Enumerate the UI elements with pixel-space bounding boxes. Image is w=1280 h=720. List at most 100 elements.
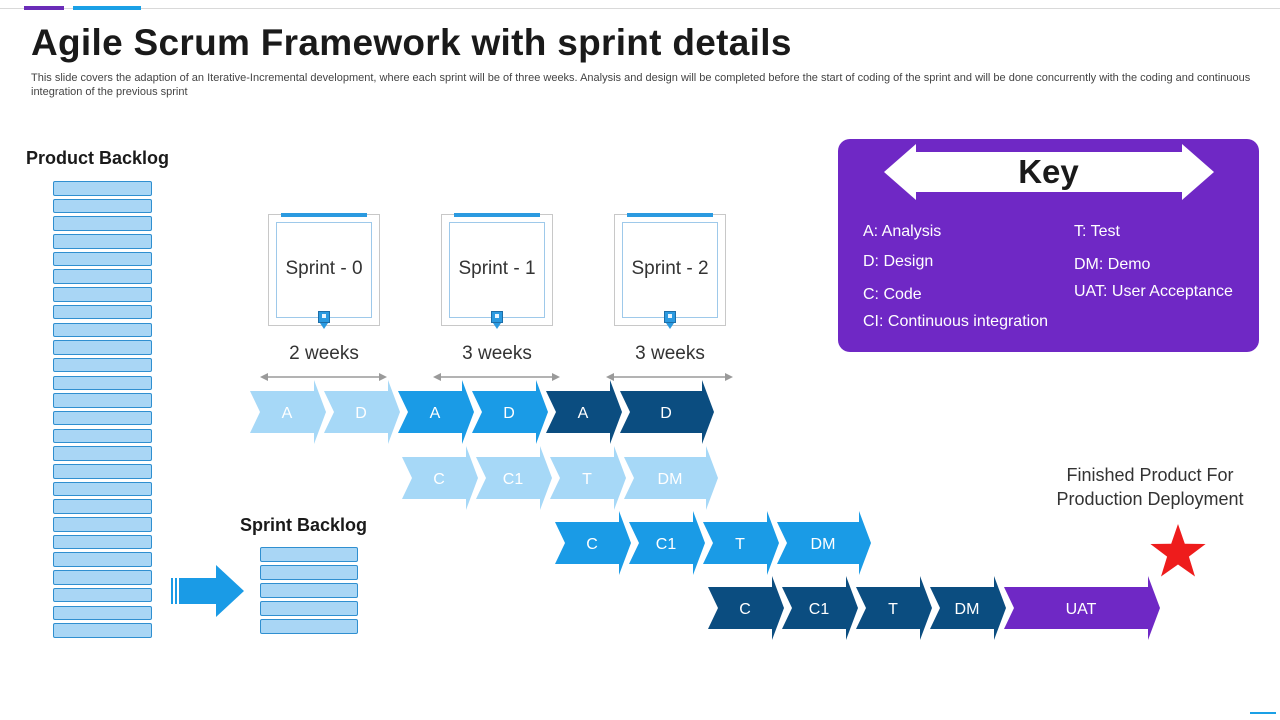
backlog-item — [53, 410, 152, 426]
sprint-backlog-title: Sprint Backlog — [240, 515, 368, 535]
flow-step-a: A — [250, 380, 326, 444]
flow-step-c1: C1 — [782, 576, 858, 640]
double-arrow-icon — [884, 144, 1214, 200]
finished-product-label: Finished Product For Production Deployme… — [1040, 463, 1260, 511]
flow-step-label: T — [582, 471, 592, 488]
backlog-item — [53, 198, 152, 214]
flow-step-label: A — [578, 405, 589, 422]
finished-line-1: Finished Product For — [1066, 465, 1234, 485]
backlog-item — [53, 287, 152, 302]
flow-step-dm: DM — [930, 576, 1006, 640]
flow-step-label: C1 — [656, 536, 677, 553]
flow-step-a: A — [398, 380, 474, 444]
flow-step-a: A — [546, 380, 622, 444]
backlog-item — [260, 619, 358, 634]
flow-step-label: C — [586, 536, 598, 553]
flow-step-label: C — [739, 601, 751, 618]
accent-bar-purple — [24, 6, 64, 10]
flow-step-label: DM — [955, 601, 980, 618]
flow-step-label: UAT — [1066, 601, 1097, 618]
backlog-item — [260, 601, 358, 616]
flow-step-c1: C1 — [629, 511, 705, 575]
backlog-item — [53, 251, 152, 267]
page-title: Agile Scrum Framework with sprint detail… — [31, 22, 792, 63]
backlog-item — [53, 605, 152, 620]
flow-step-label: T — [888, 601, 898, 618]
backlog-item — [53, 357, 152, 373]
backlog-item — [53, 587, 152, 603]
flow-step-c: C — [555, 511, 631, 575]
backlog-item — [53, 234, 152, 249]
page-subtitle: This slide covers the adaption of an Ite… — [31, 72, 1251, 98]
sprint-label: Sprint - 2 — [631, 258, 709, 279]
product-backlog-stack — [53, 181, 152, 638]
flow-step-d: D — [472, 380, 548, 444]
star-icon — [1150, 524, 1206, 577]
span-arrow — [606, 373, 733, 381]
flow-step-t: T — [703, 511, 779, 575]
connector-icon — [491, 311, 503, 323]
sprint-box-1: Sprint - 1 — [441, 213, 553, 329]
backlog-item — [53, 623, 152, 638]
backlog-item — [260, 565, 358, 580]
backlog-item — [53, 304, 152, 320]
flow-step-c: C — [402, 446, 478, 510]
flow-step-label: A — [430, 405, 441, 422]
backlog-item — [53, 428, 152, 444]
transfer-arrow-icon — [171, 565, 244, 617]
flow-step-c1: C1 — [476, 446, 552, 510]
flow-step-label: T — [735, 536, 745, 553]
flow-step-dm: DM — [624, 446, 718, 510]
flow-step-label: C — [433, 471, 445, 488]
backlog-item — [53, 269, 152, 284]
sprint-label: Sprint - 1 — [458, 258, 536, 279]
key-item-test: T: Test — [1074, 223, 1120, 240]
sprint-backlog-stack — [260, 547, 358, 634]
flow-step-d: D — [324, 380, 400, 444]
flow-step-t: T — [550, 446, 626, 510]
finished-line-2: Production Deployment — [1056, 489, 1244, 509]
key-item-uat: UAT: User Acceptance — [1074, 283, 1233, 300]
flow-step-label: C1 — [809, 601, 830, 618]
flow-step-label: D — [355, 405, 367, 422]
backlog-item — [53, 393, 152, 408]
top-divider — [0, 8, 1280, 9]
flow-step-t: T — [856, 576, 932, 640]
flow-step-label: C1 — [503, 471, 524, 488]
flow-step-label: DM — [658, 471, 683, 488]
key-title: Key — [1018, 153, 1079, 190]
span-arrow — [433, 373, 560, 381]
flow-step-label: D — [660, 405, 672, 422]
backlog-item — [53, 499, 152, 514]
backlog-item — [53, 322, 152, 337]
flow-step-label: A — [282, 405, 293, 422]
sprint-duration: 3 weeks — [462, 343, 532, 364]
sprint-duration: 2 weeks — [289, 343, 359, 364]
backlog-item — [53, 375, 152, 391]
backlog-item — [53, 216, 152, 231]
backlog-item — [53, 570, 152, 585]
sprint-label: Sprint - 0 — [285, 258, 363, 279]
backlog-item — [53, 534, 152, 550]
flow-step-label: DM — [811, 536, 836, 553]
flow-step-dm: DM — [777, 511, 871, 575]
backlog-item — [260, 547, 358, 562]
flow-step-c: C — [708, 576, 784, 640]
sprint-box-2: Sprint - 2 — [614, 213, 726, 329]
key-panel: Key A: Analysis D: Design C: Code CI: Co… — [838, 139, 1259, 352]
backlog-item — [53, 481, 152, 497]
key-item-design: D: Design — [863, 253, 934, 270]
backlog-item — [53, 464, 152, 479]
backlog-item — [53, 340, 152, 355]
connector-icon — [664, 311, 676, 323]
connector-icon — [318, 311, 330, 323]
product-backlog-title: Product Backlog — [26, 148, 170, 168]
key-item-demo: DM: Demo — [1074, 256, 1151, 273]
backlog-item — [53, 181, 152, 196]
sprint-box-0: Sprint - 0 — [268, 213, 380, 329]
key-item-code: C: Code — [863, 286, 922, 303]
span-arrow — [260, 373, 387, 381]
accent-bar-blue — [73, 6, 141, 10]
flow-step-uat: UAT — [1004, 576, 1160, 640]
